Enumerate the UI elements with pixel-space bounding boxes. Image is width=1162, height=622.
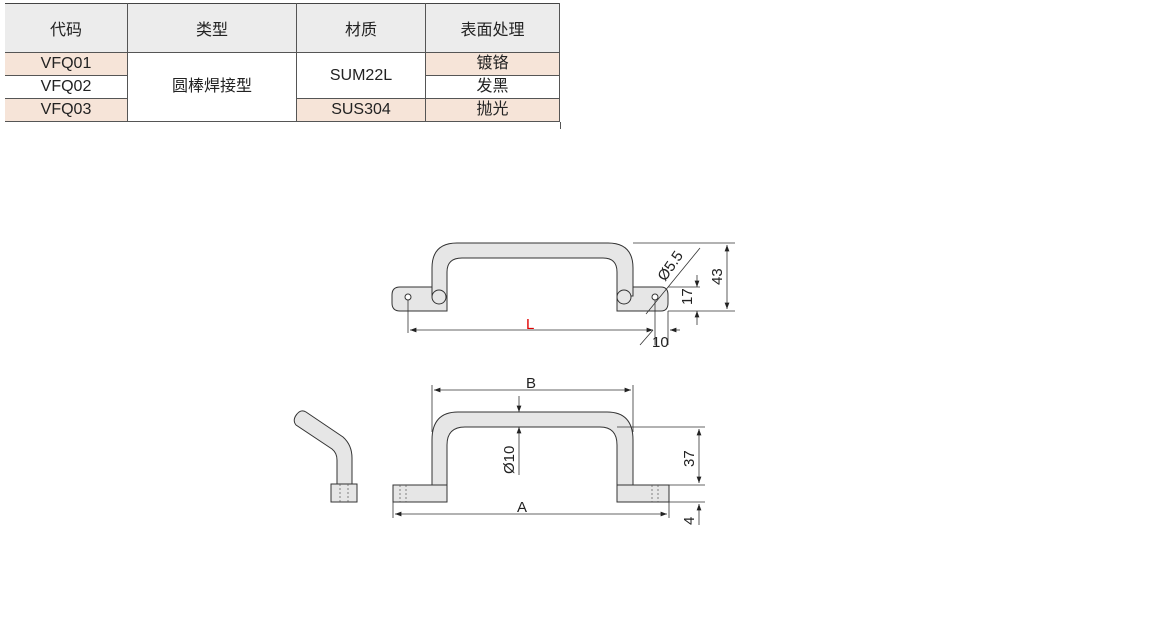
dim-10: 10 (652, 334, 669, 351)
type-cell: 圆棒焊接型 (127, 52, 297, 122)
dim-37: 37 (681, 450, 698, 467)
material-cell: SUM22L (296, 52, 426, 99)
dim-4: 4 (681, 517, 698, 525)
code-cell: VFQ02 (5, 75, 128, 99)
dim-17: 17 (679, 288, 696, 305)
dim-rod: Ø10 (501, 446, 518, 474)
header-material: 材质 (296, 3, 426, 53)
front-dimensions (392, 385, 705, 525)
surface-cell: 发黑 (425, 75, 560, 99)
dim-B: B (526, 375, 536, 392)
code-cell: VFQ03 (5, 98, 128, 122)
spec-table: 代码 类型 材质 表面处理 VFQ01 圆棒焊接型 SUM22L 镀铬 VFQ0… (5, 3, 560, 122)
material-cell: SUS304 (296, 98, 426, 122)
dim-hole: Ø5.5 (654, 248, 687, 284)
top-dimensions (407, 242, 735, 346)
surface-cell: 镀铬 (425, 52, 560, 76)
header-code: 代码 (5, 3, 128, 53)
front-view (293, 410, 670, 503)
table-border (560, 122, 561, 129)
top-view (391, 242, 669, 312)
dim-L: L (526, 316, 534, 333)
dim-A: A (517, 499, 527, 516)
hidden-lines (339, 484, 659, 502)
surface-cell: 抛光 (425, 98, 560, 122)
dim-43: 43 (709, 268, 726, 285)
